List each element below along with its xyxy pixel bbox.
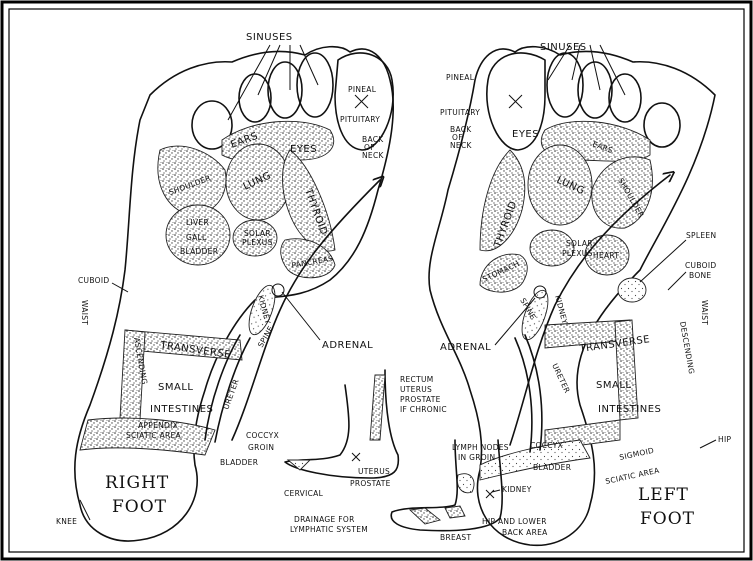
right-adrenal-label: ADRENAL	[322, 340, 373, 351]
right-foot-title-1: RIGHT	[105, 473, 169, 493]
left-pineal-cross	[509, 95, 522, 108]
left-neck-label: NECK	[450, 141, 472, 150]
uterus-label: UTERUS	[358, 467, 390, 476]
rectum-zone	[370, 375, 385, 440]
right-cuboid-label: CUBOID	[78, 276, 109, 285]
left-sinuses-label: SINUSES	[540, 42, 587, 53]
cervical-label: CERVICAL	[284, 489, 324, 498]
right-bladder-label: BLADDER	[220, 458, 258, 467]
lymph-label-1: LYMPH NODES	[452, 443, 509, 452]
left-hip-leader	[700, 440, 716, 448]
right-small-label: SMALL	[158, 382, 193, 393]
right-intestines-label: INTESTINES	[150, 404, 213, 415]
lymph-zone	[457, 474, 474, 493]
right-knee-label: KNEE	[56, 517, 77, 526]
left-kidney-label: KIDNEY	[553, 294, 569, 325]
left-small-label: SMALL	[596, 380, 631, 391]
right-pineal-cross	[355, 95, 368, 108]
breast-label: BREAST	[440, 533, 471, 542]
left-spleen-label: SPLEEN	[686, 231, 716, 240]
left-sciatic-label: SCIATIC AREA	[605, 466, 661, 486]
right-pineal-label: PINEAL	[348, 85, 377, 94]
right-liver-label: LIVER	[186, 218, 209, 227]
right-cuboid-leader	[112, 283, 128, 292]
left-bone-label: BONE	[689, 271, 711, 280]
left-pineal-label: PINEAL	[446, 73, 475, 82]
left-solar-plexus-zone	[530, 230, 574, 266]
left-foot-title-2: FOOT	[640, 509, 695, 529]
right-sciatic-label: SCIATIC AREA	[126, 431, 182, 440]
right-plexus-label: PLEXUS	[242, 238, 273, 247]
left-descending-label: DESCENDING	[678, 321, 696, 375]
right-waist-label: WAIST	[80, 300, 89, 325]
hip-zone	[445, 506, 465, 518]
right-appendix-label: APPENDIX	[138, 421, 178, 430]
left-spleen-leader	[640, 240, 686, 282]
right-neck-label: NECK	[362, 151, 384, 160]
left-plexus-label: PLEXUS	[562, 249, 593, 258]
left-sigmoid-label: SIGMOID	[619, 446, 655, 462]
left-cuboid-label: CUBOID	[685, 261, 716, 270]
left-solar-label: SOLAR	[566, 239, 593, 248]
prostate-label-1: PROSTATE	[400, 395, 441, 404]
left-cuboid-leader	[668, 272, 686, 290]
right-toe-4	[239, 74, 271, 122]
left-heart-label: HEART	[593, 251, 619, 260]
right-adrenal-leader	[282, 292, 320, 340]
uterus-label-1: UTERUS	[400, 385, 432, 394]
hip-lower-back-label-1: HIP AND LOWER	[482, 517, 547, 526]
left-eyes-label: EYES	[512, 129, 539, 140]
right-sinuses-label: SINUSES	[246, 32, 293, 43]
right-coccyx-label: COCCYX	[246, 431, 279, 440]
breast-zone	[410, 508, 440, 524]
left-hip-label: HIP	[718, 435, 731, 444]
left-spleen-zone	[618, 278, 646, 302]
rectum-label: RECTUM	[400, 375, 434, 384]
left-adrenal-label: ADRENAL	[440, 342, 491, 353]
left-foot	[429, 45, 715, 545]
right-pituitary-label: PITUITARY	[340, 115, 380, 124]
right-gall-bladder-label: BLADDER	[180, 247, 218, 256]
right-gall-label: GALL	[186, 233, 207, 242]
right-foot-title-2: FOOT	[112, 497, 167, 517]
right-solar-label: SOLAR	[244, 229, 271, 238]
right-eyes-label: EYES	[290, 144, 317, 155]
drainage-label-2: LYMPHATIC SYSTEM	[290, 525, 368, 534]
left-waist-label: WAIST	[700, 300, 709, 325]
center-kidney-label: KIDNEY	[502, 485, 532, 494]
left-ureter-label: URETER	[550, 362, 572, 395]
hip-lower-back-label-2: BACK AREA	[502, 528, 548, 537]
left-pituitary-label: PITUITARY	[440, 108, 480, 117]
right-ureter-label: URETER	[221, 378, 240, 411]
drainage-label-1: DRAINAGE FOR	[294, 515, 355, 524]
kidney-cross	[486, 490, 494, 498]
left-intestines-label: INTESTINES	[598, 404, 661, 415]
left-foot-title-1: LEFT	[638, 485, 689, 505]
left-coccyx-label: COCCYX	[530, 441, 563, 450]
prostate-label: PROSTATE	[350, 479, 391, 488]
left-bladder-label: BLADDER	[533, 463, 571, 472]
right-groin-label: GROIN	[248, 443, 274, 452]
uterus-cross	[352, 453, 360, 461]
left-toe-4	[609, 74, 641, 122]
if-chronic-label: IF CHRONIC	[400, 405, 447, 414]
lymph-label-2: IN GROIN	[458, 453, 495, 462]
left-shoulder-zone	[592, 157, 653, 228]
